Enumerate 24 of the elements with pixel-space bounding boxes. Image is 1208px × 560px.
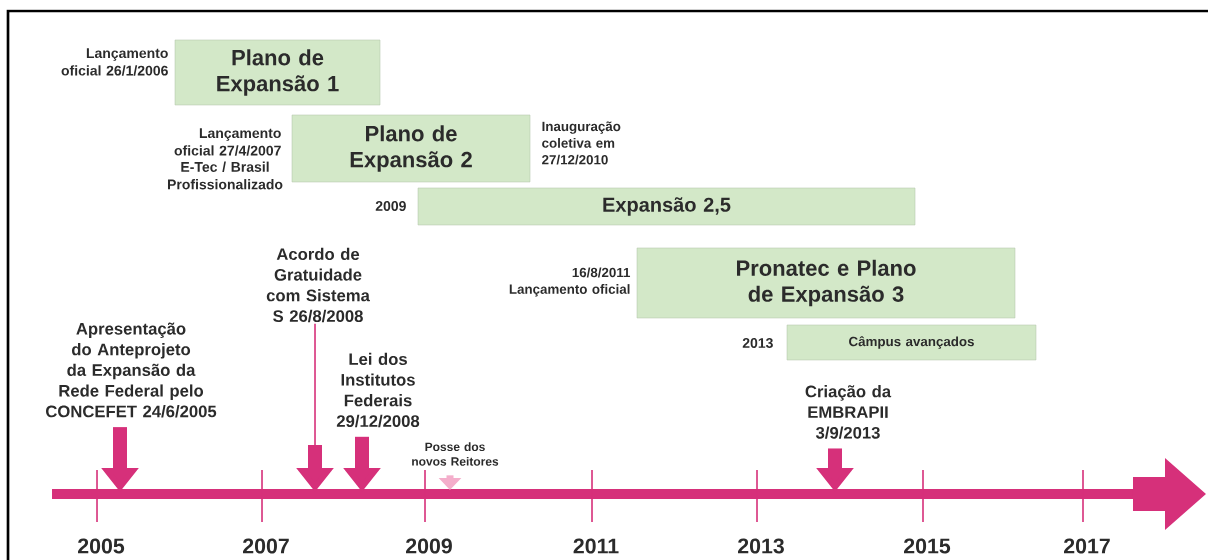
event-label: Lei dos Institutos Federais 29/12/2008 <box>336 352 420 428</box>
year-label: 2017 <box>1064 538 1110 554</box>
date-label: 2013 <box>742 338 773 348</box>
year-label: 2009 <box>406 538 452 554</box>
phase-box: Plano de Expansão 2 <box>291 114 531 183</box>
year-label: 2015 <box>904 538 951 554</box>
event-label: Acordo de Gratuidade com Sistema S 26/8/2008 <box>266 247 370 323</box>
phase-box: Expansão 2,5 <box>417 187 916 226</box>
year-label: 2007 <box>243 538 289 554</box>
event-label: Apresentação do Anteprojeto da Expansão da Rede Federal pelo CONCEFET 24/6/2005 <box>46 322 217 418</box>
phase-box: Câmpus avançados <box>786 324 1037 361</box>
date-label: Lançamento oficial 27/4/2007 <box>174 128 281 156</box>
date-label: E-Tec / Brasil Profissionalizado <box>168 161 283 190</box>
phase-box: Plano de Expansão 1 <box>174 39 381 106</box>
date-label: 2009 <box>375 201 406 211</box>
event-label: Posse dos novos Reitores <box>412 442 499 466</box>
phase-box: Pronatec e Plano de Expansão 3 <box>636 247 1016 319</box>
event-label: Criação da EMBRAPII 3/9/2013 <box>805 385 892 439</box>
year-label: 2005 <box>78 538 125 554</box>
year-label: 2011 <box>573 538 619 554</box>
date-label: Lançamento oficial 26/1/2006 <box>61 48 168 76</box>
year-label: 2013 <box>738 538 784 554</box>
date-label: 16/8/2011 Lançamento oficial <box>509 267 631 297</box>
date-label: Inauguração coletiva em 27/12/2010 <box>542 121 621 165</box>
